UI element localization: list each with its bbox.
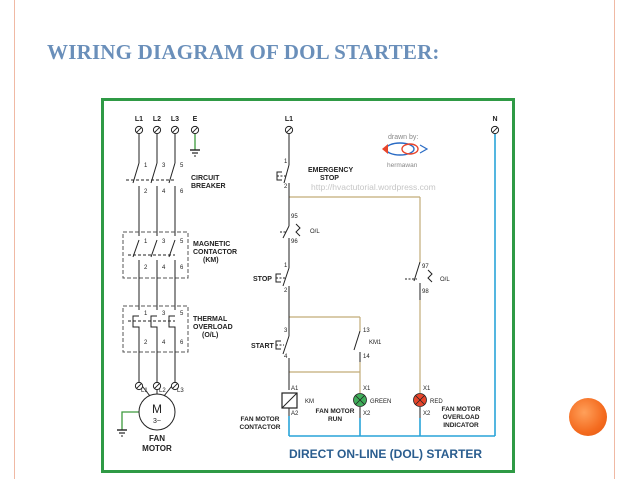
control-wires bbox=[289, 196, 421, 382]
label-green: GREEN bbox=[370, 399, 391, 405]
diagram-frame bbox=[101, 98, 515, 473]
label-contactor-caption-2: CONTACTOR bbox=[240, 424, 281, 431]
label-km1: KM1 bbox=[369, 340, 382, 346]
label-overload-3: (O/L) bbox=[202, 332, 218, 339]
label-l1: L1 bbox=[135, 116, 143, 123]
cb-num-2: 2 bbox=[144, 189, 148, 195]
red-num-x1: X1 bbox=[423, 386, 431, 392]
author-logo: drawn by: hermawan bbox=[382, 134, 429, 169]
label-ol-no: O/L bbox=[440, 277, 450, 283]
left-border-line bbox=[14, 0, 15, 479]
label-contactor-1: MAGNETIC bbox=[193, 241, 230, 248]
green-lamp-icon bbox=[353, 380, 367, 418]
watermark-url: http://hvactutorial.wordpress.com bbox=[311, 182, 436, 192]
olnc-num-95: 95 bbox=[291, 214, 298, 220]
cb-num-5: 5 bbox=[180, 163, 184, 169]
motor-label-l2: L2 bbox=[159, 388, 166, 394]
green-num-x1: X1 bbox=[363, 386, 371, 392]
start-num-4: 4 bbox=[284, 354, 288, 360]
olno-num-97: 97 bbox=[422, 264, 429, 270]
label-l3: L3 bbox=[171, 116, 179, 123]
ol-num-3: 3 bbox=[162, 311, 166, 317]
ol-num-1: 1 bbox=[144, 311, 148, 317]
km1-num-14: 14 bbox=[363, 354, 370, 360]
red-num-x2: X2 bbox=[423, 411, 431, 417]
label-ol-ind-3: INDICATOR bbox=[443, 422, 479, 429]
label-fan-motor-2: MOTOR bbox=[142, 444, 172, 453]
label-km: KM bbox=[305, 399, 314, 405]
watermark-drawn-by: drawn by: bbox=[388, 134, 418, 141]
terminal-control-l1-icon bbox=[284, 125, 294, 135]
decorative-orb bbox=[569, 398, 607, 436]
red-lamp-icon bbox=[413, 382, 427, 418]
slide-title: WIRING DIAGRAM OF DOL STARTER: bbox=[47, 40, 440, 64]
km-num-4: 4 bbox=[162, 265, 166, 271]
olnc-num-96: 96 bbox=[291, 239, 298, 245]
label-contactor-caption-1: FAN MOTOR bbox=[241, 416, 280, 423]
label-ol-ind-2: OVERLOAD bbox=[443, 414, 480, 421]
watermark-author: hermawan bbox=[387, 162, 418, 169]
cb-num-1: 1 bbox=[144, 163, 148, 169]
label-contactor-3: (KM) bbox=[203, 257, 219, 264]
label-emergency-1: EMERGENCY bbox=[308, 167, 353, 174]
olno-num-98: 98 bbox=[422, 289, 429, 295]
km-num-3: 3 bbox=[162, 239, 166, 245]
label-control-l1: L1 bbox=[285, 116, 293, 123]
cb-num-4: 4 bbox=[162, 189, 166, 195]
cb-num-6: 6 bbox=[180, 189, 184, 195]
label-run-1: FAN MOTOR bbox=[316, 408, 355, 415]
label-ol-ind-1: FAN MOTOR bbox=[442, 406, 481, 413]
label-run-2: RUN bbox=[328, 416, 342, 423]
terminal-earth-icon bbox=[190, 125, 200, 135]
diagram-footer-title: DIRECT ON-LINE (DOL) STARTER bbox=[289, 447, 482, 461]
motor-phase: 3~ bbox=[153, 418, 161, 425]
green-num-x2: X2 bbox=[363, 411, 371, 417]
stop-num-2: 2 bbox=[284, 288, 288, 294]
cb-num-3: 3 bbox=[162, 163, 166, 169]
label-circuit-breaker-1: CIRCUIT bbox=[191, 175, 220, 182]
ol-num-6: 6 bbox=[180, 340, 184, 346]
label-ol-nc: O/L bbox=[310, 229, 320, 235]
label-overload-2: OVERLOAD bbox=[193, 324, 233, 331]
label-start: START bbox=[251, 343, 275, 350]
label-circuit-breaker-2: BREAKER bbox=[191, 183, 226, 190]
terminal-l2-icon bbox=[152, 125, 162, 135]
motor-label-l1: L1 bbox=[141, 388, 148, 394]
km1-num-13: 13 bbox=[363, 328, 370, 334]
label-fan-motor-1: FAN bbox=[149, 434, 165, 443]
label-emergency-2: STOP bbox=[320, 175, 339, 182]
control-circuit bbox=[275, 134, 433, 416]
earth-wire bbox=[121, 134, 196, 430]
terminal-neutral-icon bbox=[490, 125, 500, 135]
ol-num-4: 4 bbox=[162, 340, 166, 346]
neutral-wire bbox=[288, 134, 496, 437]
motor-label-l3: L3 bbox=[177, 388, 184, 394]
right-border-line bbox=[614, 0, 615, 479]
label-l2: L2 bbox=[153, 116, 161, 123]
km-num-6: 6 bbox=[180, 265, 184, 271]
motor-symbol: M bbox=[152, 402, 162, 416]
terminal-l1-icon bbox=[134, 125, 144, 135]
stop-num-1: 1 bbox=[284, 263, 288, 269]
terminal-l3-icon bbox=[170, 125, 180, 135]
estop-num-1: 1 bbox=[284, 159, 288, 165]
estop-num-2: 2 bbox=[284, 184, 288, 190]
ol-num-2: 2 bbox=[144, 340, 148, 346]
power-circuit bbox=[117, 134, 200, 437]
ol-num-5: 5 bbox=[180, 311, 184, 317]
km-num-5: 5 bbox=[180, 239, 184, 245]
label-contactor-2: CONTACTOR bbox=[193, 249, 237, 256]
km-num-1: 1 bbox=[144, 239, 148, 245]
label-stop: STOP bbox=[253, 276, 272, 283]
label-overload-1: THERMAL bbox=[193, 316, 228, 323]
start-num-3: 3 bbox=[284, 328, 288, 334]
km-num-2: 2 bbox=[144, 265, 148, 271]
coil-num-a2: A2 bbox=[291, 411, 299, 417]
label-earth: E bbox=[193, 116, 198, 123]
label-neutral: N bbox=[492, 116, 497, 123]
coil-num-a1: A1 bbox=[291, 386, 299, 392]
label-red: RED bbox=[430, 399, 443, 405]
